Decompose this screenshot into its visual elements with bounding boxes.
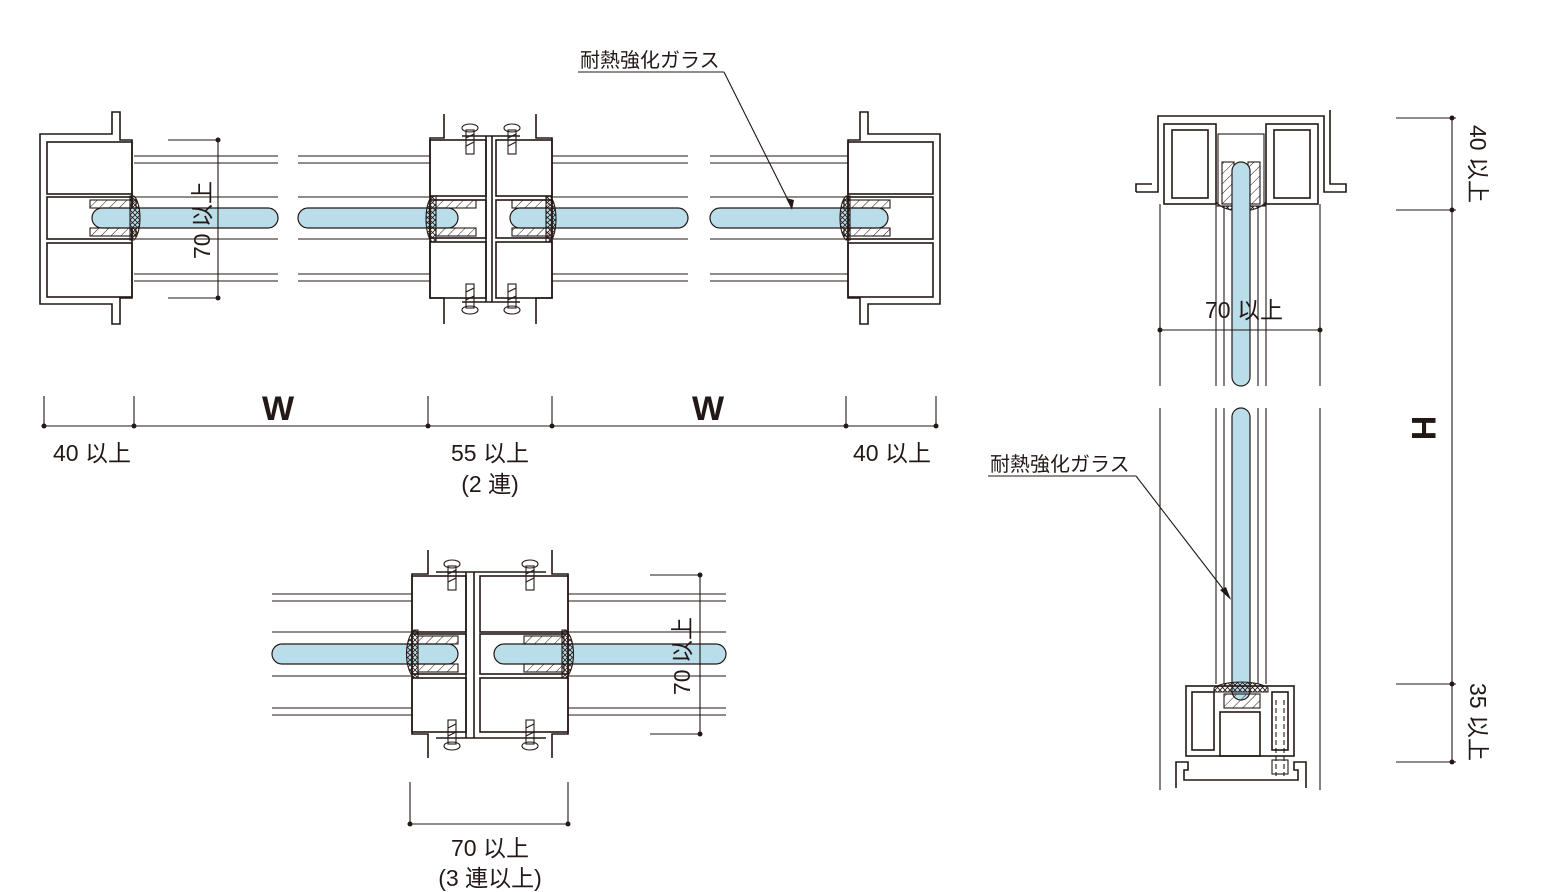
center-mullion-two-panel [425, 114, 557, 324]
screw-icon [503, 123, 521, 155]
left-margin-label: 40 以上 [53, 440, 131, 466]
height-label: H [1404, 416, 1442, 441]
screw-icon [521, 719, 539, 751]
glass-callout-right: 耐熱強化ガラス [988, 453, 1231, 600]
glass-pane-vertical-lower [1231, 407, 1251, 701]
glass-callout-right-label: 耐熱強化ガラス [990, 453, 1130, 476]
mullion-detail-three-panel: 70 以上 70 以上 (3 連以上) [271, 550, 727, 891]
glass-pane-left [271, 643, 459, 665]
mullion-depth-dimension: 70 以上 [650, 572, 703, 737]
center-gap-note: (2 連) [461, 471, 519, 497]
mullion-screws-top [461, 123, 521, 315]
screw-icon [443, 559, 461, 591]
left-jamb-frame [39, 111, 133, 325]
mullion-width-note: (3 連以上) [438, 865, 542, 891]
screw-icon [521, 559, 539, 591]
sash-profile-lines [134, 155, 848, 282]
right-jamb-frame [839, 111, 941, 325]
screw-icon [443, 719, 461, 751]
glass-pane-right [493, 643, 727, 665]
plan-depth-label: 70 以上 [189, 181, 215, 259]
glass-callout-top: 耐熱強化ガラス [578, 49, 794, 210]
vertical-section-view: 70 以上 耐熱強化ガラス 40 以上 H 35 以上 [988, 110, 1491, 790]
screw-icon [461, 123, 479, 155]
bottom-margin-label: 35 以上 [1465, 683, 1491, 761]
left-glazing-beads [89, 195, 141, 241]
mullion-depth-label: 70 以上 [669, 617, 695, 695]
width-label-left: W [262, 390, 295, 428]
plan-width-dimensions: W W 40 以上 55 以上 (2 連) 40 以上 [41, 390, 939, 497]
mullion-width-label: 70 以上 [451, 835, 529, 861]
section-depth-label: 70 以上 [1205, 297, 1283, 323]
top-margin-label: 40 以上 [1465, 125, 1491, 203]
glass-callout-top-label: 耐熱強化ガラス [580, 49, 720, 72]
sash-stile-lines [1159, 204, 1321, 790]
screw-icon [503, 283, 521, 315]
plan-view-two-panel: 70 以上 耐熱強化ガラス [39, 49, 941, 325]
mullion-width-dimension: 70 以上 (3 連以上) [407, 782, 571, 891]
sill-frame [1175, 681, 1307, 788]
plan-depth-dimension: 70 以上 [168, 137, 221, 301]
width-label-right: W [692, 390, 725, 428]
center-gap-label: 55 以上 [451, 440, 529, 466]
right-margin-label: 40 以上 [853, 440, 931, 466]
section-depth-dimension: 70 以上 [1157, 297, 1323, 333]
height-dimensions: 40 以上 H 35 以上 [1396, 115, 1491, 765]
glass-pane-vertical-upper [1231, 161, 1251, 387]
screw-icon [461, 283, 479, 315]
